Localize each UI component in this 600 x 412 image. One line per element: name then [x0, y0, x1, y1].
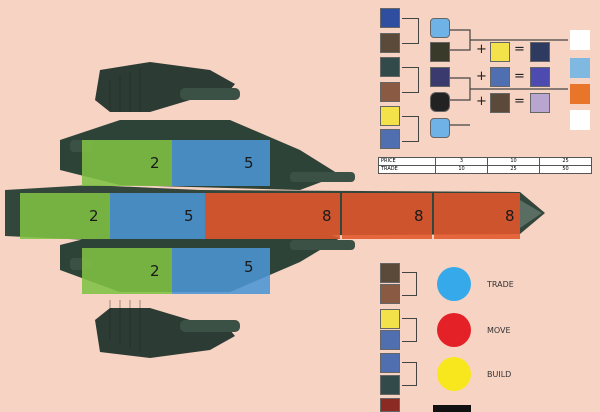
move-dot [437, 313, 471, 347]
circuit-icon[interactable] [380, 263, 400, 283]
segment-upper-green[interactable]: 2 [82, 140, 172, 186]
segment-orange-3[interactable]: 8 [434, 193, 520, 239]
tool-icon[interactable] [380, 284, 400, 304]
segment-orange-2[interactable]: 8 [342, 193, 432, 239]
segment-value: 5 [244, 258, 254, 276]
duck-icon[interactable] [490, 42, 510, 62]
plus-sign: + [476, 42, 487, 57]
legend-label-move: MOVE [487, 326, 511, 335]
recycle-icon[interactable] [570, 110, 590, 130]
tool-icon[interactable] [380, 398, 400, 412]
circuit-icon[interactable] [380, 33, 400, 53]
robot-icon[interactable] [380, 330, 400, 350]
plus-sign: + [476, 94, 487, 109]
segment-lower-blue[interactable]: 5 [172, 248, 270, 294]
tool-icon[interactable] [380, 82, 400, 102]
legend-label-trade: TRADE [487, 280, 514, 289]
plus-sign: + [476, 69, 487, 84]
caduceus-icon[interactable] [570, 30, 590, 50]
robot-icon[interactable] [380, 129, 400, 149]
bracket [402, 362, 417, 386]
product-icon[interactable] [530, 93, 550, 113]
segment-mid-blue[interactable]: 5 [110, 193, 205, 239]
table-row: TRADE 10 25 50 [378, 165, 592, 174]
duck-icon[interactable] [380, 106, 400, 126]
segment-lower-green[interactable]: 2 [82, 248, 172, 294]
equals-sign: = [514, 42, 525, 57]
table-cell: 10 [435, 165, 488, 174]
segment-value: 5 [184, 207, 194, 225]
recipe-connectors [450, 29, 568, 126]
tablet-icon[interactable] [380, 375, 400, 395]
bottom-bar [433, 405, 471, 412]
bracket [402, 18, 419, 44]
ship-nose [520, 200, 542, 228]
device-icon[interactable] [430, 92, 450, 112]
segment-value: 8 [505, 207, 515, 225]
table-cell: 3 [435, 157, 488, 166]
table-cell: 25 [487, 165, 540, 174]
bracket [402, 318, 417, 342]
segment-value: 2 [89, 207, 99, 225]
legend-label-build: BUILD [487, 370, 512, 379]
table-cell: 10 [487, 157, 540, 166]
bracket [402, 67, 419, 93]
robot-icon[interactable] [380, 353, 400, 373]
circuit-icon[interactable] [490, 93, 510, 113]
duck-icon[interactable] [380, 309, 400, 329]
segment-value: 5 [244, 154, 254, 172]
bracket [402, 116, 419, 142]
product-icon[interactable] [530, 42, 550, 62]
table-cell: 25 [539, 157, 592, 166]
tablet-icon[interactable] [380, 57, 400, 77]
robot-icon[interactable] [380, 8, 400, 28]
segment-orange-1[interactable]: 8 [205, 193, 340, 239]
gear-blue-icon[interactable] [430, 18, 450, 38]
segment-mid-green[interactable]: 2 [20, 193, 110, 239]
segment-value: 8 [414, 207, 424, 225]
machine-icon[interactable] [430, 42, 450, 62]
segment-upper-blue[interactable]: 5 [172, 140, 270, 186]
bracket [402, 272, 417, 296]
segment-value: 2 [150, 154, 160, 172]
table-row: PRICE 3 10 25 [378, 157, 592, 166]
table-cell: 50 [539, 165, 592, 174]
equals-sign: = [514, 69, 525, 84]
segment-value: 2 [150, 262, 160, 280]
segment-value: 8 [322, 207, 332, 225]
puzzle-icon[interactable] [570, 84, 590, 104]
trade-dot [437, 267, 471, 301]
equals-sign: = [514, 94, 525, 109]
price-table: PRICE 3 10 25 TRADE 10 25 50 [378, 157, 592, 174]
robot-icon[interactable] [490, 67, 510, 87]
scene-icon[interactable] [430, 67, 450, 87]
build-dot [437, 357, 471, 391]
row-label: TRADE [378, 165, 436, 174]
product-icon[interactable] [530, 67, 550, 87]
rocket-icon[interactable] [570, 58, 590, 78]
row-label: PRICE [378, 157, 436, 166]
gear-blue-icon[interactable] [430, 118, 450, 138]
